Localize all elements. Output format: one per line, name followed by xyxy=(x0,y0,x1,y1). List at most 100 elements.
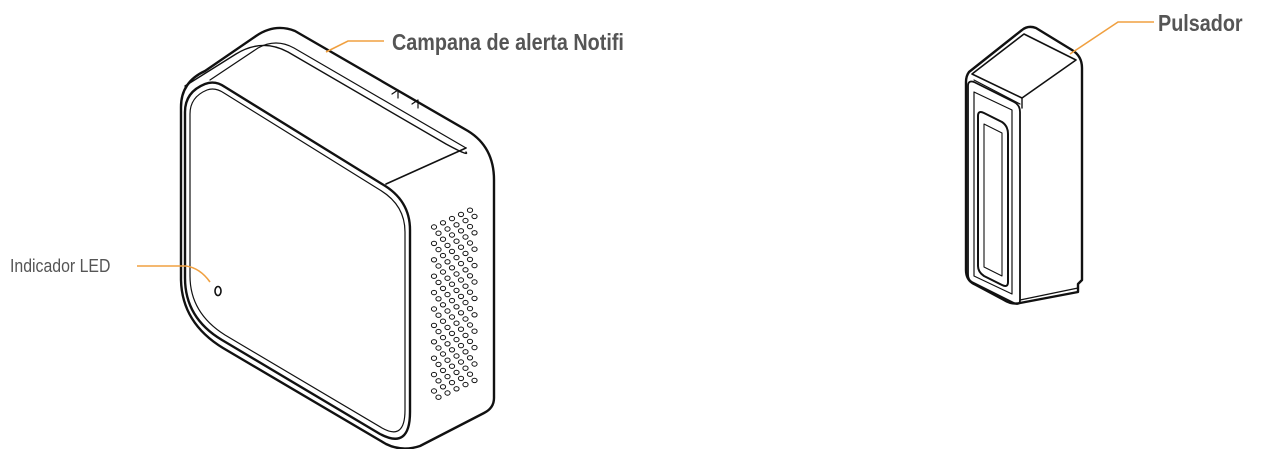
grille-hole xyxy=(453,353,460,359)
grille-hole xyxy=(444,242,451,249)
grille-hole xyxy=(430,306,438,312)
leader-chime xyxy=(325,40,384,53)
grille-hole xyxy=(466,256,474,263)
grille-hole xyxy=(453,386,460,392)
grille-hole xyxy=(439,384,447,390)
grille-hole xyxy=(430,339,438,345)
grille-hole xyxy=(435,312,442,318)
grille-hole xyxy=(448,232,456,238)
grille-hole xyxy=(466,305,474,312)
leader-lines xyxy=(137,21,1154,283)
grille-hole xyxy=(471,344,478,351)
grille-hole xyxy=(466,223,474,230)
grille-hole xyxy=(430,322,438,329)
grille-hole xyxy=(471,377,478,384)
grille-hole xyxy=(444,275,451,281)
grille-hole xyxy=(462,217,469,224)
chime-mount-tab xyxy=(391,89,419,109)
grille-hole xyxy=(444,324,451,331)
grille-hole xyxy=(444,390,451,396)
leader-led xyxy=(137,265,211,283)
chime-front-face xyxy=(183,81,412,440)
grille-hole xyxy=(430,388,438,394)
grille-hole xyxy=(457,326,465,332)
grille-hole xyxy=(430,240,438,247)
grille-hole xyxy=(453,287,460,294)
grille-hole xyxy=(466,338,474,345)
grille-hole xyxy=(466,355,474,361)
leader-button xyxy=(1069,21,1154,55)
grille-hole xyxy=(444,291,451,298)
chime-outline xyxy=(179,26,496,449)
grille-hole xyxy=(435,263,442,269)
grille-hole xyxy=(466,240,474,246)
grille-hole xyxy=(457,342,465,349)
grille-hole xyxy=(471,246,478,252)
grille-hole xyxy=(471,213,478,220)
grille-hole xyxy=(430,224,438,230)
chime-top-rim xyxy=(209,42,467,149)
grille-hole xyxy=(439,252,447,259)
grille-hole xyxy=(430,289,438,296)
led-indicator xyxy=(214,285,222,297)
grille-hole xyxy=(435,394,442,400)
grille-hole xyxy=(471,328,478,334)
grille-hole xyxy=(439,318,447,324)
grille-hole xyxy=(466,207,474,213)
grille-hole xyxy=(435,378,442,384)
grille-hole xyxy=(430,355,438,361)
grille-hole xyxy=(439,269,447,275)
grille-hole xyxy=(435,246,442,253)
button-front-inner xyxy=(973,91,1013,295)
grille-hole xyxy=(453,254,460,261)
grille-hole xyxy=(435,361,442,368)
button-key xyxy=(977,111,1009,287)
grille-hole xyxy=(448,363,456,369)
grille-hole xyxy=(448,281,456,287)
grille-hole xyxy=(462,267,469,273)
grille-hole xyxy=(439,367,447,374)
grille-hole xyxy=(462,250,469,257)
grille-hole xyxy=(444,341,451,347)
grille-hole xyxy=(444,259,451,265)
grille-hole xyxy=(448,215,456,222)
grille-hole xyxy=(457,359,465,365)
grille-hole xyxy=(462,381,469,388)
chime-side-edge xyxy=(385,147,467,185)
button-label: Pulsador xyxy=(1158,10,1243,36)
grille-hole xyxy=(457,260,465,267)
grille-hole xyxy=(448,330,456,337)
led-label: Indicador LED xyxy=(10,256,111,276)
grille-hole xyxy=(453,320,460,326)
grille-hole xyxy=(471,361,478,367)
grille-hole xyxy=(444,308,451,314)
grille-hole xyxy=(430,273,438,279)
grille-hole xyxy=(471,312,478,318)
grille-hole xyxy=(439,236,447,242)
grille-hole xyxy=(453,336,460,343)
grille-hole xyxy=(448,297,456,304)
grille-hole xyxy=(435,328,442,335)
speaker-grille xyxy=(430,207,478,400)
grille-hole xyxy=(439,220,447,226)
grille-hole xyxy=(448,347,456,353)
grille-hole xyxy=(444,373,451,380)
grille-hole xyxy=(435,296,442,302)
grille-hole xyxy=(457,211,465,218)
grille-hole xyxy=(448,314,456,320)
chime-top-edge xyxy=(184,44,468,155)
grille-hole xyxy=(471,230,478,236)
grille-hole xyxy=(444,357,451,363)
grille-hole xyxy=(439,351,447,357)
grille-hole xyxy=(448,265,456,271)
grille-hole xyxy=(453,238,460,244)
grille-hole xyxy=(471,262,478,269)
grille-hole xyxy=(457,293,465,300)
grille-hole xyxy=(448,379,456,386)
grille-hole xyxy=(448,248,456,255)
grille-hole xyxy=(462,365,469,371)
grille-hole xyxy=(466,289,474,295)
grille-hole xyxy=(439,285,447,292)
grille-hole xyxy=(453,304,460,310)
